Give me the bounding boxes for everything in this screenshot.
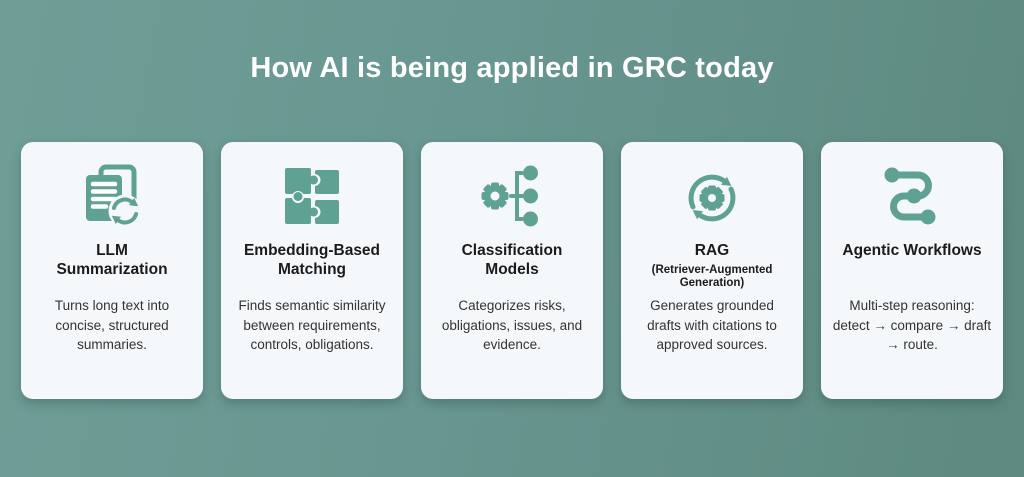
card-classification-models: Classification Models Categorizes risks,… <box>421 142 603 399</box>
icon-box <box>276 158 348 234</box>
card-description: Turns long text into concise, structured… <box>54 298 170 353</box>
gear-hierarchy-icon <box>481 165 538 227</box>
icon-box <box>476 158 548 234</box>
card-embedding-based-matching: Embedding-Based Matching Finds semantic … <box>221 142 403 399</box>
card-subtitle: (Retriever-Augmented Generation) <box>651 263 773 290</box>
card-description: Multi-step reasoning: detect → compare →… <box>832 298 992 353</box>
icon-box <box>676 158 748 234</box>
card-description: Finds semantic similarity between requir… <box>238 298 386 353</box>
card-description: Categorizes risks, obligations, issues, … <box>441 298 583 353</box>
icon-box <box>876 158 948 234</box>
card-agentic-workflows: Agentic Workflows Multi-step reasoning: … <box>821 142 1003 399</box>
cards-row: LLM Summarization Turns long text into c… <box>0 142 1024 399</box>
page-title: How AI is being applied in GRC today <box>250 52 774 84</box>
card-title: Classification Models <box>461 242 563 278</box>
sync-gear-icon <box>688 174 736 222</box>
card-title: RAG <box>694 242 730 259</box>
card-llm-summarization: LLM Summarization Turns long text into c… <box>21 142 203 399</box>
card-title: Agentic Workflows <box>842 242 982 259</box>
card-rag: RAG (Retriever-Augmented Generation) Gen… <box>621 142 803 399</box>
card-title: LLM Summarization <box>56 242 168 278</box>
card-title: Embedding-Based Matching <box>243 242 381 278</box>
document-refresh-icon <box>86 164 142 228</box>
puzzle-pieces-icon <box>285 168 339 224</box>
card-description: Generates grounded drafts with citations… <box>647 298 777 353</box>
workflow-path-icon <box>884 167 936 225</box>
icon-box <box>76 158 148 234</box>
